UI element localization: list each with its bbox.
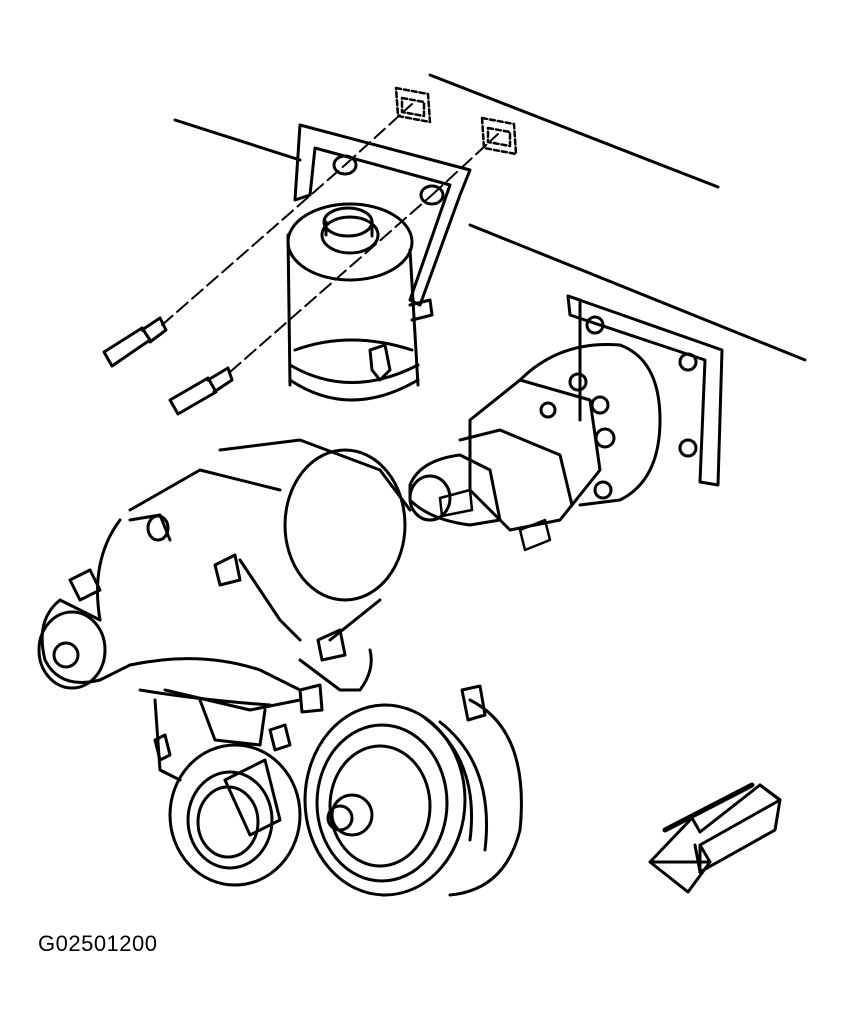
mounting-bolts — [102, 316, 234, 416]
accessory-pulley — [303, 684, 523, 897]
figure-id-label: G02501200 — [38, 931, 158, 956]
steering-pump — [408, 294, 724, 552]
reservoir-bracket — [293, 123, 472, 307]
crankshaft-pulley — [168, 743, 302, 887]
background-panel-lines — [173, 73, 807, 362]
fluid-reservoir — [286, 202, 434, 402]
gasket-ring — [283, 448, 407, 602]
front-direction-arrow-icon — [648, 782, 782, 894]
engine-front-housing — [37, 438, 412, 782]
bolt-alignment-lines — [161, 103, 499, 373]
mounting-clips — [394, 86, 518, 156]
